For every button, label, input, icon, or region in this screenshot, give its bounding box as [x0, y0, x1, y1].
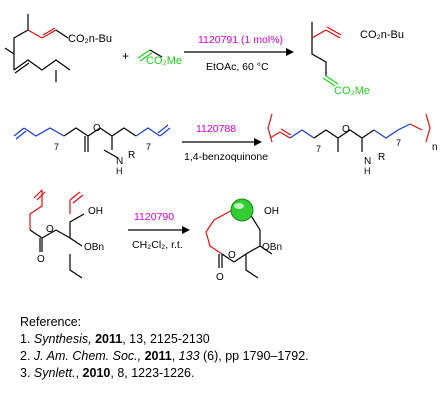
- substrate-O-carbonyl: O: [37, 254, 45, 265]
- ref-3-year: 2010: [82, 366, 111, 380]
- reaction-3: OH OBn O O 1120790 CH₂Cl₂, r.t. OH OBn O…: [29, 189, 282, 283]
- monomer-H-label: H: [116, 166, 123, 176]
- polymer-product-structure: [267, 113, 431, 152]
- diene-substrate-structure: [29, 189, 85, 279]
- references-section: Reference: 1. Synthesis, 2011, 13, 2125-…: [20, 314, 309, 382]
- polymer-H-label: H: [364, 166, 371, 176]
- diene-monomer-structure: [13, 124, 171, 159]
- ref-2-rest: (6), pp 1790–1792.: [199, 349, 309, 363]
- highlight-shine: [234, 203, 244, 209]
- ref-3-rest: 8, 1223-1226.: [117, 366, 195, 380]
- reaction-3-arrow: [128, 226, 190, 234]
- ref-2-year: 2011: [144, 349, 172, 363]
- polymer-O-label: O: [342, 124, 350, 135]
- reaction-2-conditions: 1,4-benzoquinone: [184, 151, 268, 163]
- ref-3-journal: Synlett.: [33, 366, 76, 380]
- reaction-3-catalyst: 1120790: [134, 211, 174, 223]
- reaction-2-catalyst: 1120788: [196, 123, 236, 135]
- monomer-sub-7-left: 7: [54, 142, 59, 152]
- reaction-3-conditions: CH₂Cl₂, r.t.: [132, 239, 183, 251]
- plus-sign: +: [122, 49, 129, 63]
- polymer-sub-7-right: 7: [396, 138, 401, 148]
- reaction-1-conditions: EtOAc, 60 °C: [206, 61, 269, 73]
- polymer-sub-7-left: 7: [316, 144, 321, 154]
- reactant-2-structure: [137, 49, 163, 62]
- reaction-2: 7 7 O N H R 1120788 1,4-benzoquinone 7 7: [13, 113, 438, 176]
- monomer-R-label: R: [128, 150, 135, 161]
- ref-2-num: 2.: [20, 349, 34, 363]
- ring-closure-highlight: [230, 198, 254, 222]
- substrate-O-ester: O: [46, 224, 54, 235]
- ref-2-journal: J. Am. Chem. Soc.,: [33, 349, 142, 363]
- reaction-scheme: CO₂n-Bu + CO₂Me 1120791 (1 mol%) EtOAc, …: [4, 14, 438, 283]
- ref-2-volume: 133: [178, 349, 200, 363]
- product-1-bottom-ester: CO₂Me: [334, 85, 370, 97]
- reaction-1: CO₂n-Bu + CO₂Me 1120791 (1 mol%) EtOAc, …: [4, 14, 404, 97]
- reference-2: 2. J. Am. Chem. Soc., 2011, 133 (6), pp …: [20, 348, 309, 365]
- ref-1-rest: , 13, 2125-2130: [122, 332, 210, 346]
- reactant-1-ester-label: CO₂n-Bu: [68, 33, 112, 45]
- product-OBn-label: OBn: [262, 242, 282, 253]
- ref-3-num: 3.: [20, 366, 34, 380]
- product-O-carbonyl: O: [216, 272, 224, 283]
- references-heading: Reference:: [20, 315, 82, 329]
- product-OH-label: OH: [264, 206, 279, 217]
- reactant-2-ester-label: CO₂Me: [146, 55, 182, 67]
- reactant-1-structure: [4, 14, 71, 82]
- ref-1-journal: Synthesis,: [33, 332, 92, 346]
- ref-1-year: 2011: [95, 332, 123, 346]
- reaction-1-arrow: [184, 48, 294, 56]
- ref-2-mid: ,: [171, 349, 179, 363]
- reference-1: 1. Synthesis, 2011, 13, 2125-2130: [20, 331, 309, 348]
- reaction-1-catalyst: 1120791 (1 mol%): [198, 34, 283, 46]
- product-1-top-ester: CO₂n-Bu: [360, 29, 404, 41]
- monomer-sub-7-right: 7: [146, 142, 151, 152]
- monomer-N-label: N: [116, 156, 123, 167]
- polymer-R-label: R: [378, 152, 385, 163]
- reaction-2-arrow: [182, 138, 262, 146]
- polymer-N-label: N: [364, 156, 371, 167]
- ref-3-mid: ,: [110, 366, 118, 380]
- ref-1-num: 1.: [20, 332, 34, 346]
- substrate-OBn-label: OBn: [84, 242, 104, 253]
- product-O-ring: O: [228, 250, 236, 261]
- monomer-O-label: O: [93, 123, 101, 134]
- reference-3: 3. Synlett., 2010, 8, 1223-1226.: [20, 366, 195, 380]
- product-1-structure: [311, 22, 342, 87]
- substrate-OH-label: OH: [88, 206, 103, 217]
- polymer-n-subscript: n: [432, 142, 438, 153]
